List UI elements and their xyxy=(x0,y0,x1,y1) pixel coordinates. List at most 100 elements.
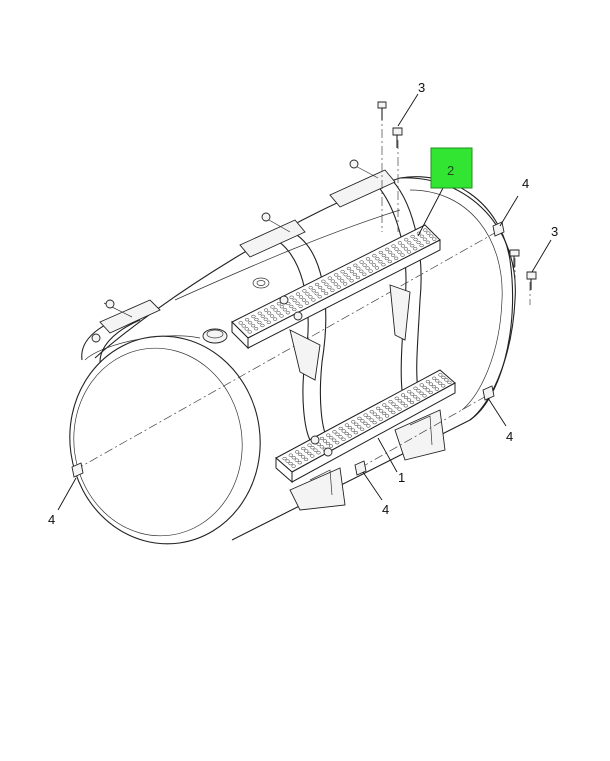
step-perforation xyxy=(307,451,312,456)
step-perforation xyxy=(302,289,307,293)
bolt-upper-right xyxy=(392,127,403,148)
step-perforation xyxy=(343,282,348,286)
step-perforation xyxy=(294,450,300,454)
clip-left xyxy=(71,462,84,478)
step-perforation xyxy=(308,295,313,299)
step-perforation xyxy=(362,272,367,276)
step-perforation xyxy=(300,455,306,459)
step-perforation xyxy=(244,327,249,331)
bolt-right-1 xyxy=(509,249,520,268)
step-perforation xyxy=(253,327,259,331)
step-perforation xyxy=(356,266,361,270)
callout-2[interactable]: 2 xyxy=(447,163,454,178)
clip-upper-right xyxy=(492,221,505,237)
step-perforation xyxy=(353,430,359,435)
step-perforation xyxy=(447,380,452,385)
step-perforation xyxy=(426,231,431,235)
step-perforation xyxy=(295,292,301,296)
step-perforation xyxy=(419,391,424,395)
step-perforation xyxy=(263,308,269,312)
step-perforation xyxy=(435,379,440,383)
callout-2-box[interactable] xyxy=(430,147,473,189)
step-perforation xyxy=(335,441,340,445)
step-perforation xyxy=(320,288,326,293)
step-perforation xyxy=(322,439,328,443)
step-perforation xyxy=(382,403,387,407)
step-perforation xyxy=(273,308,278,312)
step-perforation xyxy=(269,314,275,318)
step-perforation xyxy=(295,301,300,305)
step-perforation xyxy=(340,270,345,274)
step-perforation xyxy=(419,243,424,248)
step-perforation xyxy=(288,453,293,457)
step-perforation xyxy=(384,247,390,251)
step-perforation xyxy=(282,456,287,461)
callout-2-highlight[interactable]: 2 xyxy=(430,147,473,189)
step-perforation xyxy=(349,279,354,283)
step-perforation xyxy=(285,459,290,463)
step-perforation xyxy=(403,404,408,408)
step-perforation xyxy=(310,446,315,450)
step-perforation xyxy=(413,386,418,390)
step-perforation xyxy=(337,276,342,280)
step-perforation xyxy=(330,279,335,283)
step-perforation xyxy=(372,254,377,258)
step-perforation xyxy=(400,401,405,405)
step-perforation xyxy=(360,419,365,423)
step-perforation xyxy=(410,234,415,239)
step-perforation xyxy=(317,285,323,290)
step-perforation xyxy=(413,395,418,399)
step-perforation xyxy=(289,295,294,299)
step-perforation xyxy=(410,244,415,248)
step-perforation xyxy=(329,436,334,440)
tank-brackets xyxy=(289,409,446,511)
step-perforation xyxy=(297,452,303,457)
step-perforation xyxy=(441,384,446,388)
assembly-center-lines xyxy=(74,112,531,471)
step-perforation xyxy=(338,426,343,431)
step-perforation xyxy=(400,393,406,397)
step-perforation xyxy=(347,434,352,438)
step-perforation xyxy=(323,291,329,296)
step-perforation xyxy=(324,282,329,286)
step-perforation xyxy=(387,250,393,254)
step-perforation xyxy=(385,405,390,410)
step-perforation xyxy=(288,461,293,466)
step-perforation xyxy=(441,375,446,380)
step-perforation xyxy=(400,244,406,248)
step-perforation xyxy=(375,406,381,411)
step-perforation xyxy=(352,272,358,277)
clip-lower-right xyxy=(482,385,495,401)
step-perforation xyxy=(292,307,297,312)
step-perforation xyxy=(327,285,332,289)
step-perforation xyxy=(384,256,389,261)
step-perforation xyxy=(394,405,399,409)
step-perforation xyxy=(260,323,265,328)
step-perforation xyxy=(372,412,377,416)
step-perforation xyxy=(375,257,380,261)
step-perforation xyxy=(397,407,402,411)
callout-1: 1 xyxy=(398,470,405,485)
step-perforation xyxy=(357,425,362,429)
step-perforation xyxy=(321,279,326,283)
step-perforation xyxy=(270,305,275,309)
step-perforation xyxy=(314,292,319,296)
step-perforation xyxy=(428,390,433,395)
step-perforation xyxy=(429,234,434,238)
step-perforation xyxy=(406,398,412,402)
step-perforation xyxy=(241,324,246,328)
step-perforation xyxy=(314,282,320,287)
step-perforation xyxy=(297,461,302,465)
step-perforation xyxy=(378,250,383,255)
step-perforation xyxy=(391,402,396,406)
step-perforation xyxy=(416,389,421,393)
step-perforation xyxy=(325,441,331,446)
step-perforation xyxy=(332,430,337,434)
step-perforation xyxy=(285,311,291,315)
step-perforation xyxy=(260,314,265,318)
step-perforation xyxy=(311,298,316,302)
step-perforation xyxy=(372,420,377,425)
step-perforation xyxy=(403,395,409,400)
step-perforation xyxy=(328,444,334,448)
step-perforation xyxy=(313,448,318,452)
